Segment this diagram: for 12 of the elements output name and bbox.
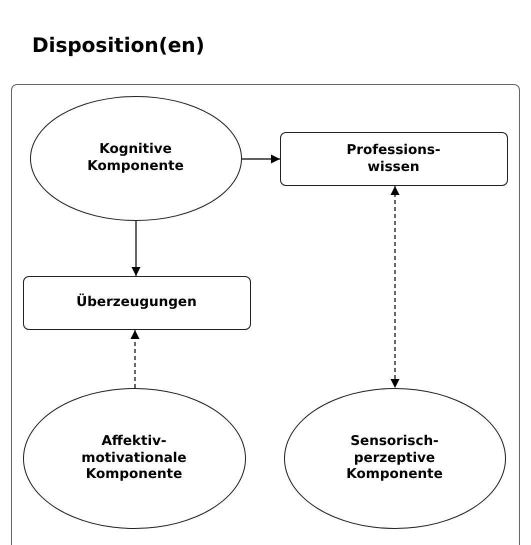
node-label: Affektiv- motivationale Komponente xyxy=(80,432,188,484)
process-box xyxy=(22,276,250,330)
frame-heading: Disposition(en) xyxy=(32,33,205,57)
node-label: Professions- wissen xyxy=(345,142,442,176)
node-label: Kognitive Komponente xyxy=(86,141,185,175)
dashed-arrow xyxy=(390,186,400,388)
process-box xyxy=(280,132,508,186)
node-label: Überzeugungen xyxy=(76,294,197,311)
arrow xyxy=(242,154,280,164)
dashed-arrow xyxy=(130,330,140,388)
node-label: Sensorisch- perzeptive Komponente xyxy=(345,432,444,484)
arrow xyxy=(132,221,140,276)
